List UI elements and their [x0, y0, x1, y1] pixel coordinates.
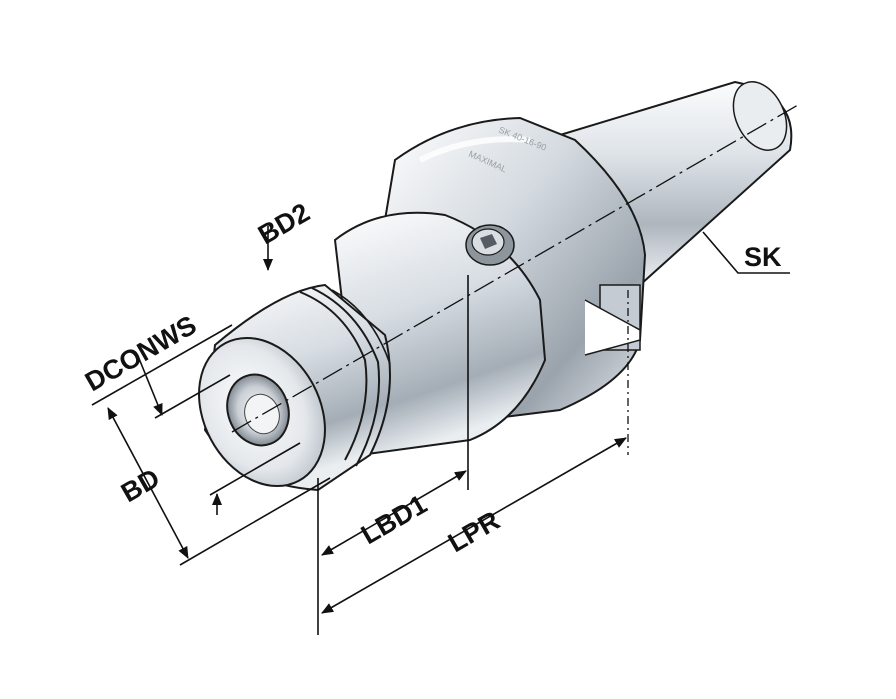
label-sk: SK: [744, 242, 782, 272]
dimension-lines: [91, 226, 790, 635]
set-screw-icon: [465, 224, 515, 266]
center-axis: [231, 104, 799, 433]
label-bd2: BD2: [253, 197, 315, 250]
label-lbd1: LBD1: [356, 489, 432, 550]
nose-sleeve: [198, 283, 391, 492]
